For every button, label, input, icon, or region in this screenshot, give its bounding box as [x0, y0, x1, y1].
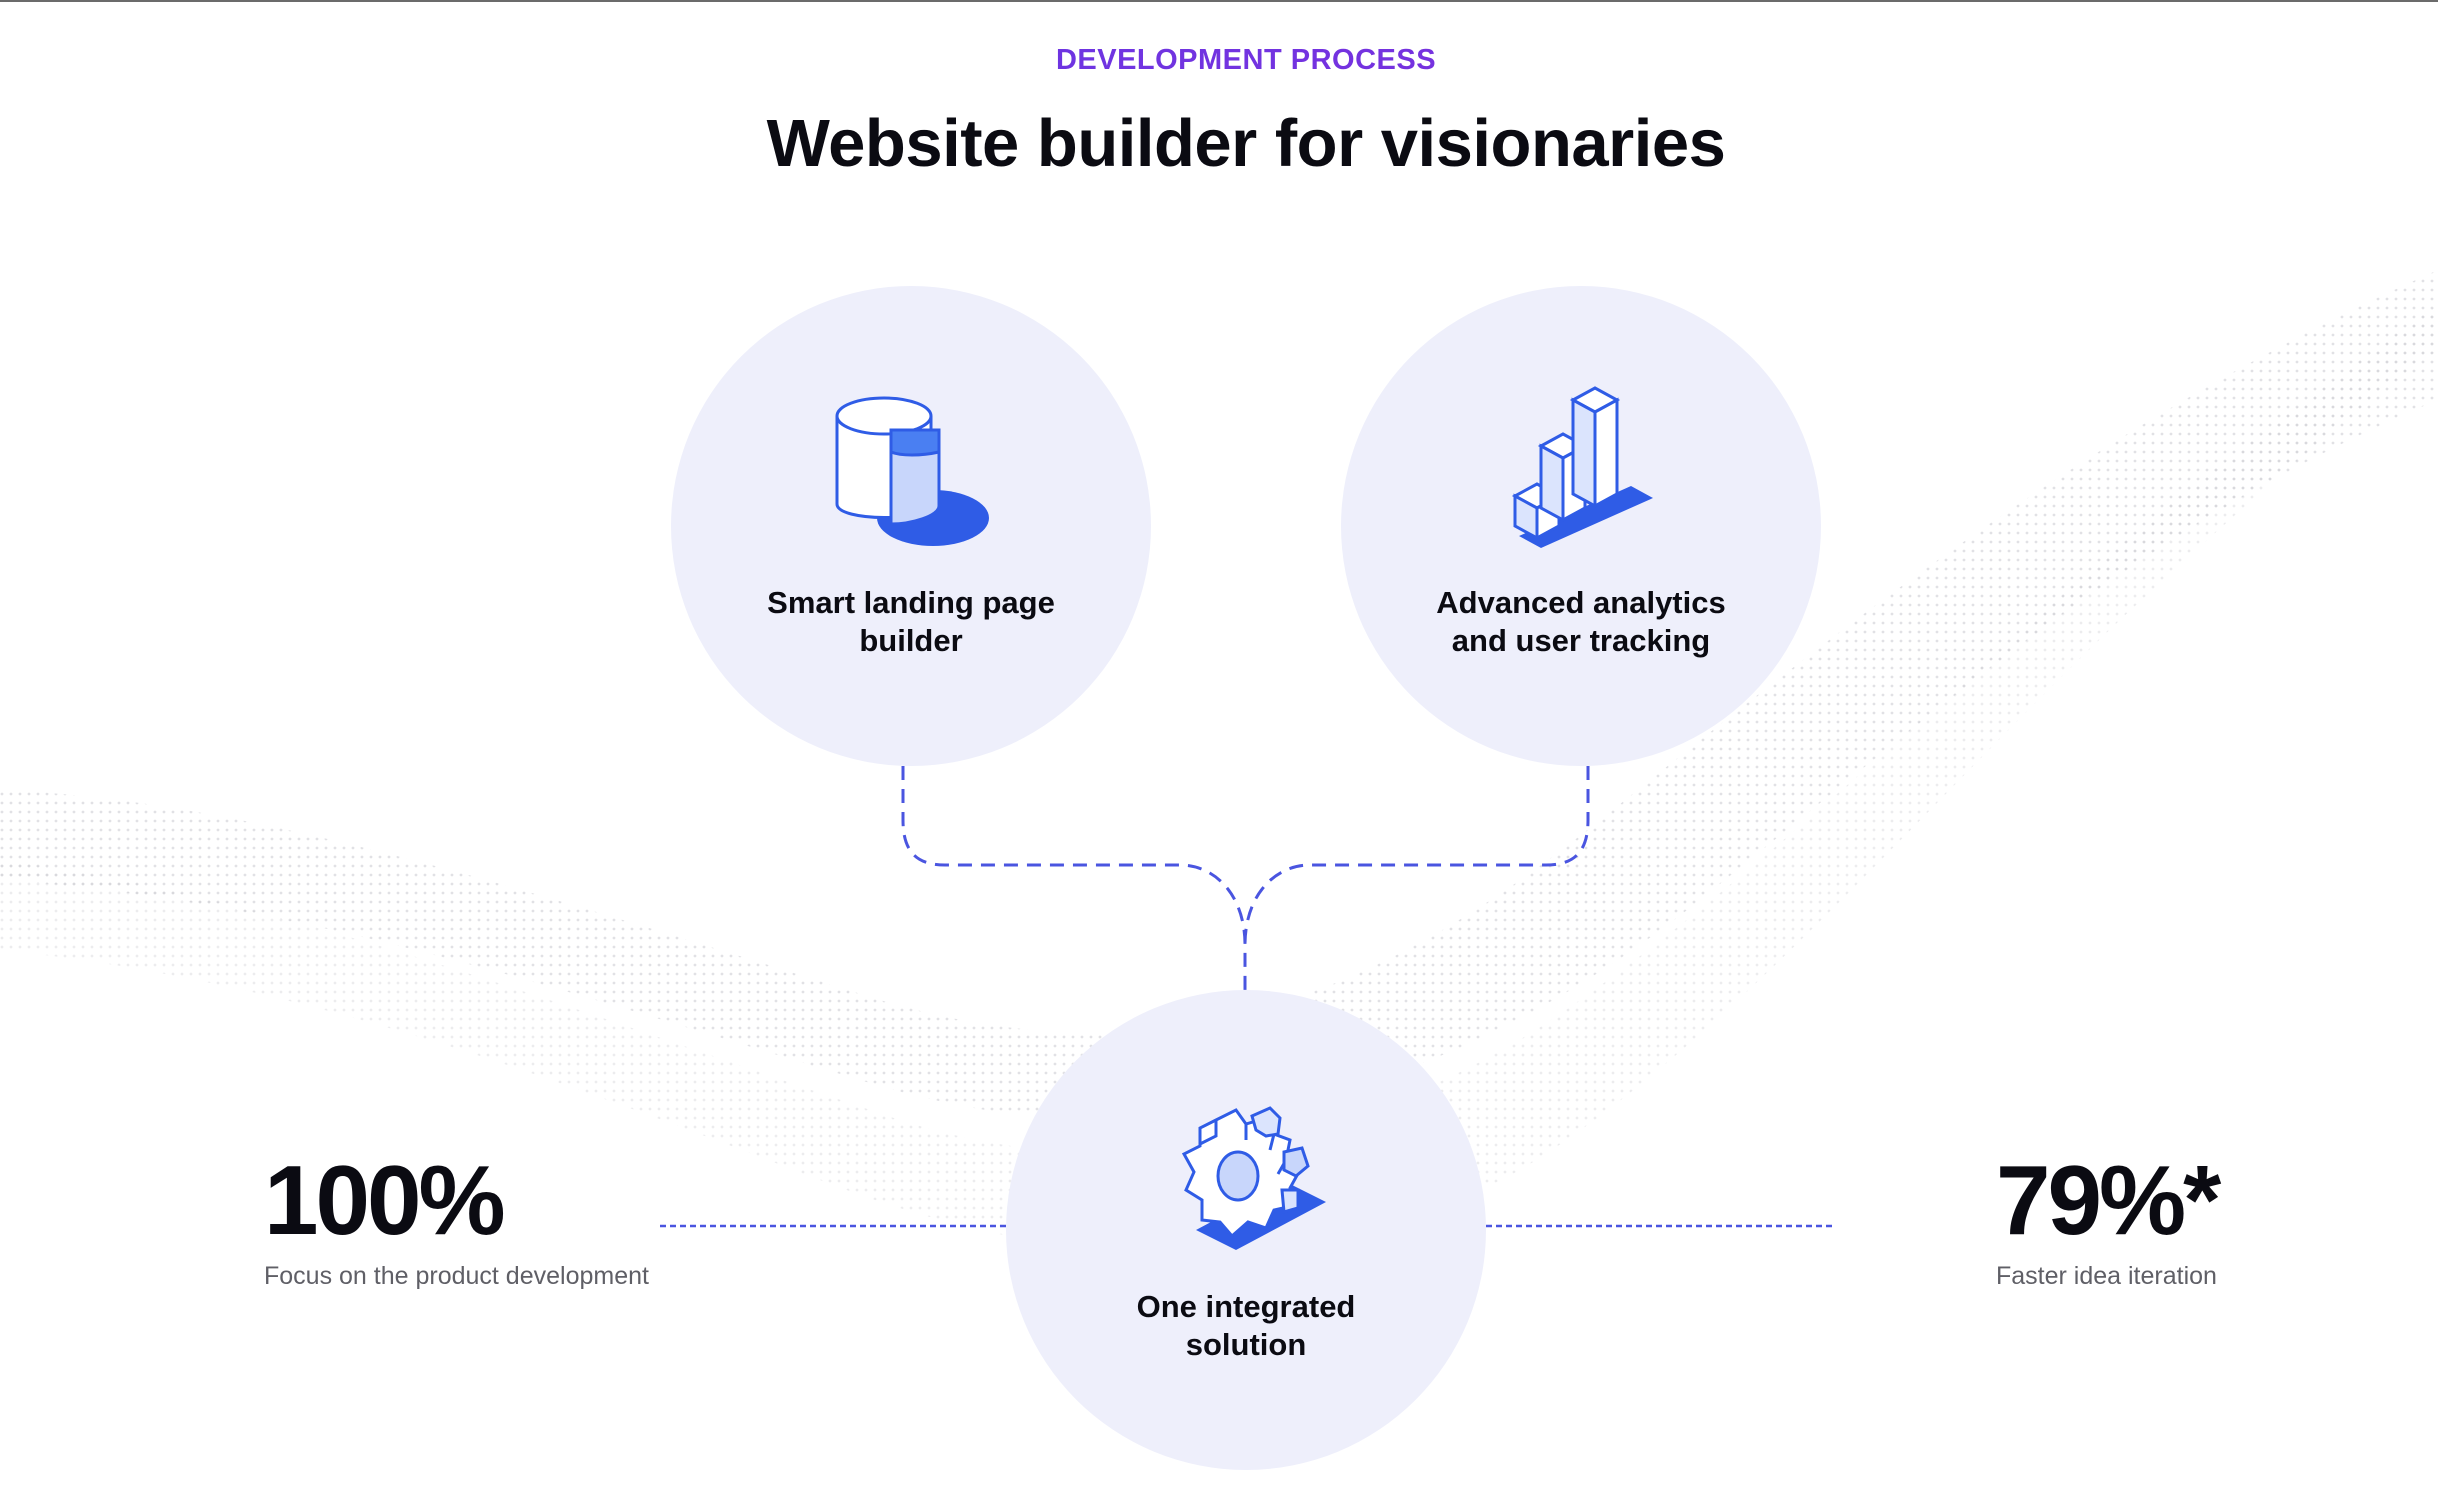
feature-label-line: builder [859, 623, 963, 658]
feature-card-landing-builder: Smart landing page builder [671, 286, 1151, 766]
feature-card-analytics: Advanced analytics and user tracking [1341, 286, 1821, 766]
stat-caption: Faster idea iteration [1996, 1262, 2217, 1290]
feature-label-landing: Smart landing page builder [711, 584, 1111, 660]
stat-value: 79%* [1996, 1145, 2221, 1255]
stat-focus: 100% Focus on the product development [264, 1150, 649, 1291]
stat-value: 100% [264, 1145, 506, 1255]
gear-icon [1181, 1106, 1326, 1250]
feature-label-integrated: One integrated solution [1046, 1288, 1446, 1364]
feature-label-line: Advanced analytics [1436, 585, 1726, 620]
top-divider [0, 0, 2438, 2]
feature-label-line: solution [1185, 1327, 1307, 1362]
database-cylinder-icon [835, 396, 989, 546]
section-headline: Website builder for visionaries [766, 106, 1726, 181]
feature-label-analytics: Advanced analytics and user tracking [1381, 584, 1781, 660]
feature-label-line: One integrated [1136, 1289, 1356, 1324]
feature-card-integrated: One integrated solution [1006, 990, 1486, 1470]
section-eyebrow: DEVELOPMENT PROCESS [0, 44, 2438, 77]
bar-chart-icon [1511, 386, 1653, 548]
stat-iteration: 79%* Faster idea iteration [1996, 1145, 2221, 1291]
feature-label-line: Smart landing page [767, 585, 1055, 620]
stat-caption: Focus on the product development [264, 1262, 649, 1290]
feature-label-line: and user tracking [1451, 623, 1711, 658]
